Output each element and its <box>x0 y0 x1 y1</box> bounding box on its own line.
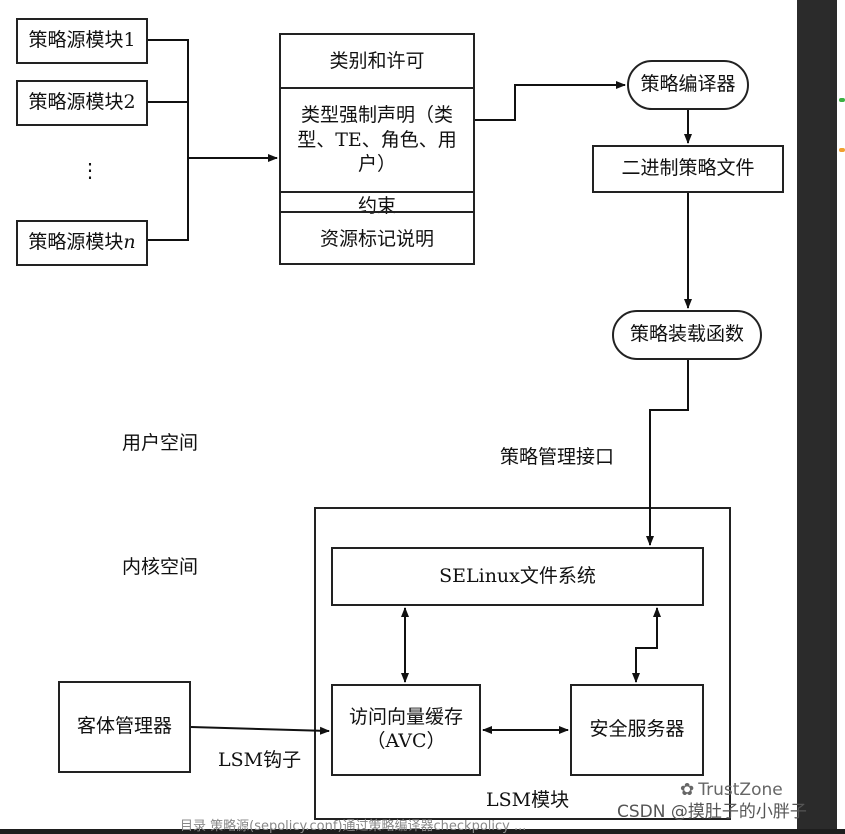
lsm-hook-label: LSM钩子 <box>218 749 302 771</box>
avc-box: 访问向量缓存 （AVC） <box>331 684 481 776</box>
selinux-filesystem-label: SELinux文件系统 <box>439 564 596 587</box>
binary-policy-file-label: 二进制策略文件 <box>621 157 755 180</box>
binary-policy-file: 二进制策略文件 <box>592 145 784 193</box>
policy-stack-cell-te: 类型强制声明（类型、TE、角色、用户） <box>297 103 457 176</box>
right-strip-edge <box>837 0 845 829</box>
connector-stack-compiler <box>475 81 626 121</box>
policy-loader: 策略装载函数 <box>612 310 762 360</box>
watermark-csdn: CSDN @摸肚子的小胖子 <box>617 802 807 822</box>
connector-loader-selinux <box>646 360 689 546</box>
policy-compiler: 策略编译器 <box>627 60 749 110</box>
watermark-brand-text: TrustZone <box>698 780 783 800</box>
connector-module-1 <box>148 39 189 241</box>
object-manager: 客体管理器 <box>58 681 191 773</box>
avc-abbrev: （AVC） <box>366 730 446 752</box>
policy-stack-divider <box>281 191 473 193</box>
policy-stack: 类别和许可 类型强制声明（类型、TE、角色、用户） 约束 资源标记说明 <box>279 33 475 265</box>
wechat-icon: ✿ <box>680 780 695 800</box>
policy-stack-divider <box>281 211 473 213</box>
watermark-brand: ✿ TrustZone <box>680 780 783 800</box>
right-strip <box>797 0 845 829</box>
accent-green-mark <box>839 98 845 102</box>
connector-object-avc <box>190 726 330 735</box>
security-server: 安全服务器 <box>570 684 704 776</box>
policy-mgmt-interface-label: 策略管理接口 <box>500 446 615 468</box>
connector-selinux-security <box>632 607 661 683</box>
policy-loader-label: 策略装载函数 <box>629 323 744 346</box>
security-server-label: 安全服务器 <box>589 718 685 741</box>
source-module-n-italic: n <box>123 231 136 254</box>
kernel-space-label: 内核空间 <box>122 556 199 578</box>
source-module-n-label: 策略源模块 <box>28 231 124 254</box>
lsm-module-title: LSM模块 <box>486 789 570 811</box>
policy-stack-cell-resource: 资源标记说明 <box>319 227 434 250</box>
source-module-2-label: 策略源模块2 <box>28 91 136 114</box>
user-space-label: 用户空间 <box>122 432 199 454</box>
policy-compiler-label: 策略编译器 <box>640 73 736 96</box>
source-module-2: 策略源模块2 <box>16 80 148 126</box>
avc-label: 访问向量缓存 <box>348 706 463 729</box>
selinux-filesystem: SELinux文件系统 <box>331 547 704 606</box>
source-module-1: 策略源模块1 <box>16 18 148 64</box>
policy-stack-divider <box>281 87 473 89</box>
accent-orange-mark <box>839 148 845 152</box>
source-module-1-label: 策略源模块1 <box>28 29 136 52</box>
source-module-ellipsis: ⋮ <box>80 158 100 182</box>
object-manager-label: 客体管理器 <box>76 715 172 738</box>
policy-stack-cell-classes: 类别和许可 <box>329 49 425 72</box>
bottom-caption: 目录 策略源(sepolicy.conf)通过策略编译器checkpolicy … <box>180 819 527 834</box>
